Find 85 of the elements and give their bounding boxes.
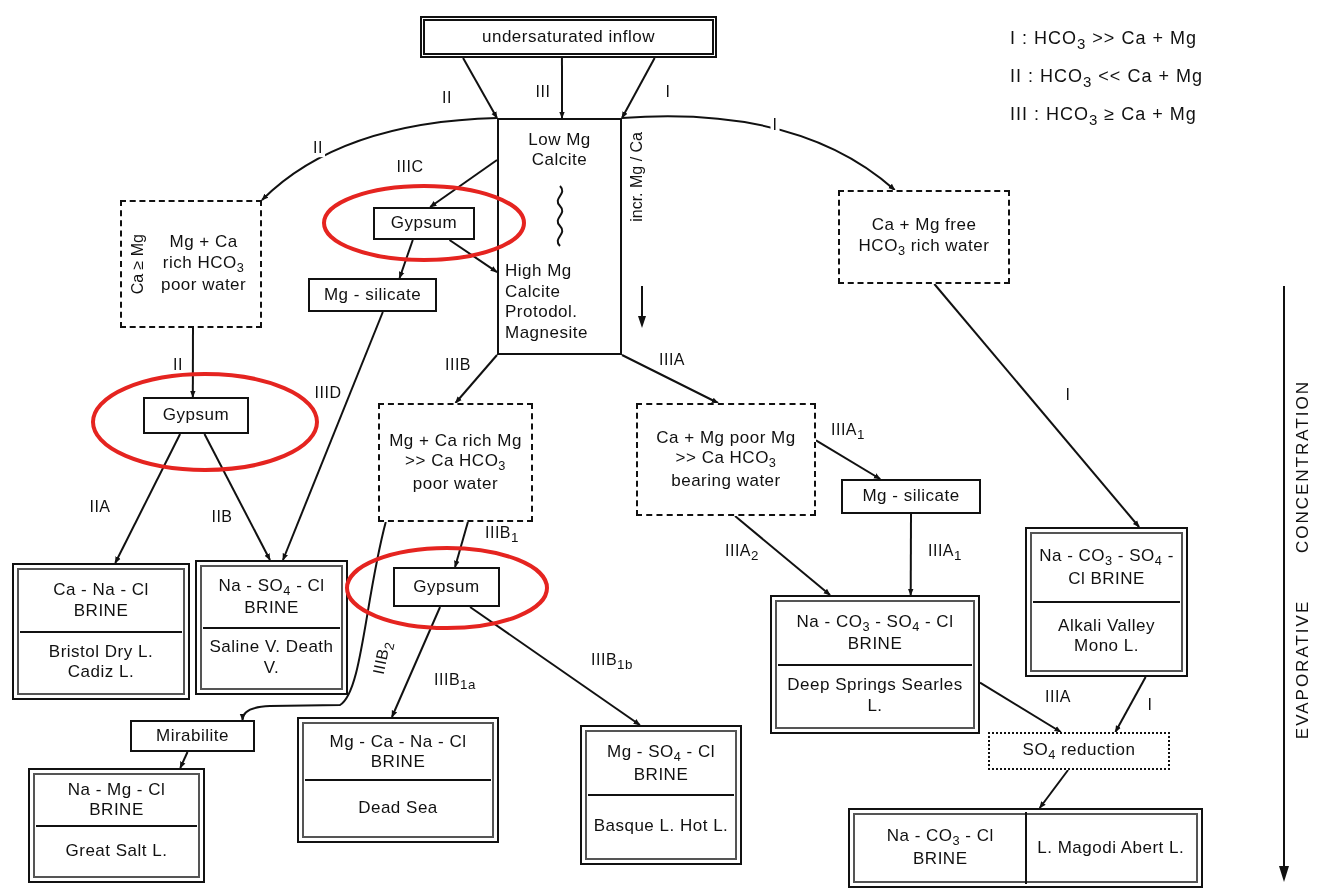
side-label: incr. Mg / Ca	[628, 132, 646, 222]
box-label: Na - SO$_{4}$ - Cl BRINE	[217, 575, 326, 619]
arrow	[179, 751, 189, 769]
arrow	[448, 239, 498, 274]
arrow	[240, 521, 387, 721]
mineral-box	[308, 278, 437, 312]
key-label: I : HCO$_{3}$ >> Ca + Mg	[1010, 28, 1197, 52]
box-label: Ca - Na - Cl BRINE	[52, 580, 150, 622]
edge-label: I	[770, 116, 780, 134]
arrow	[462, 57, 498, 119]
brine-box	[297, 717, 499, 843]
arrow	[261, 117, 498, 201]
water-type-box	[636, 403, 816, 516]
arrow	[469, 606, 641, 726]
key-label: III : HCO$_{3}$ ≥ Ca + Mg	[1010, 104, 1197, 128]
water-type-box	[120, 200, 262, 328]
box-label: Gypsum	[161, 405, 231, 426]
box-label: Deep Springs Searles L.	[786, 675, 964, 717]
box-label: undersaturated inflow	[480, 26, 656, 48]
box-label: Dead Sea	[358, 797, 438, 819]
arrow	[429, 158, 498, 208]
box-label: Mg - silicate	[861, 486, 961, 507]
box-label: Mg + Ca rich HCO$_{3}$ poor water	[159, 232, 248, 296]
box-label: L. Magodi Abert L.	[1037, 837, 1185, 859]
mineral-column	[497, 118, 622, 355]
box-label: SO$_{4}$ reduction	[1021, 739, 1137, 763]
brine-box	[28, 768, 205, 883]
brine-box	[1025, 527, 1188, 677]
mineral-box	[143, 397, 249, 434]
brine-box	[770, 595, 980, 734]
box-label: Na - CO$_{3}$ - SO$_{4}$ - Cl BRINE	[1038, 546, 1175, 590]
box-label: Gypsum	[389, 213, 459, 234]
box-label: Gypsum	[412, 576, 481, 598]
arrow	[1114, 676, 1147, 733]
brine-box	[12, 563, 190, 700]
box-label: Low Mg Calcite	[527, 130, 592, 171]
box-label: Mg + Ca rich Mg >> Ca HCO$_{3}$ poor water	[388, 430, 523, 495]
arrow	[621, 57, 656, 119]
arrow	[203, 433, 271, 561]
key-label: II : HCO$_{3}$ << Ca + Mg	[1010, 66, 1203, 90]
arrow	[621, 354, 720, 404]
arrow	[933, 283, 1141, 528]
brine-box	[848, 808, 1203, 888]
edge-label: II	[311, 139, 325, 157]
arrow	[559, 57, 565, 119]
box-label: Ca + Mg poor Mg >> Ca HCO$_{3}$ bearing water	[655, 427, 797, 492]
box-label: Ca + Mg free HCO$_{3}$ rich water	[857, 215, 991, 259]
box-label: Mg - Ca - Na - Cl BRINE	[328, 731, 468, 773]
box-label: Na - Mg - Cl BRINE	[66, 779, 167, 821]
box-label: Basque L. Hot L.	[593, 816, 729, 837]
arrow	[907, 513, 914, 596]
brine-box	[195, 560, 348, 695]
box-label: Mg - SO$_{4}$ - Cl BRINE	[605, 741, 717, 786]
arrow	[734, 515, 832, 596]
mineral-box	[130, 720, 255, 752]
mineral-box	[373, 207, 475, 240]
arrow	[390, 606, 442, 718]
box-label: Great Salt L.	[65, 840, 168, 861]
box-label: Alkali Valley Mono L.	[1057, 615, 1156, 657]
arrow	[190, 327, 196, 398]
box-label: Na - CO$_{3}$ - SO$_{4}$ - Cl BRINE	[795, 611, 955, 655]
side-label: Ca ≥ Mg	[128, 233, 147, 295]
arrow	[815, 439, 882, 480]
arrow	[454, 521, 469, 568]
mineral-box	[841, 479, 981, 514]
box-label: Bristol Dry L. Cadiz L.	[47, 641, 155, 683]
brine-box	[580, 725, 742, 865]
arrow	[282, 311, 384, 561]
box-label: High Mg Calcite Protodol. Magnesite	[505, 261, 589, 343]
inflow-box	[420, 16, 717, 58]
mineral-box	[393, 567, 500, 607]
arrow	[979, 681, 1062, 733]
arrow	[1038, 769, 1070, 809]
arrow	[454, 354, 498, 404]
arrow	[621, 115, 896, 191]
box-label: Mirabilite	[155, 725, 230, 747]
box-label: Saline V. Death V.	[208, 637, 335, 679]
box-label: Mg - silicate	[322, 284, 423, 306]
water-type-box	[838, 190, 1010, 284]
box-label: Na - CO$_{3}$ - Cl BRINE	[885, 826, 995, 870]
water-type-box	[378, 403, 533, 522]
arrow	[114, 433, 182, 564]
axis-label: EVAPORATIVE CONCENTRATION	[1293, 380, 1313, 740]
arrow	[398, 239, 414, 279]
process-box	[988, 732, 1170, 770]
